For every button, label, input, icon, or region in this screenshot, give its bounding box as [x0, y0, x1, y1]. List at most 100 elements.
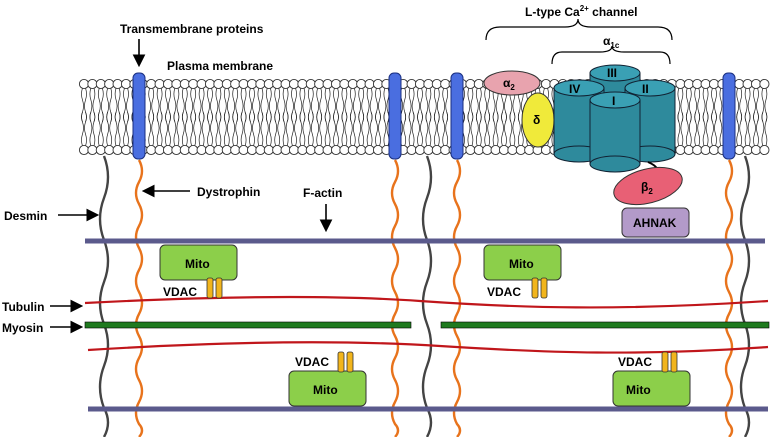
- lipid-head-top: [120, 78, 132, 90]
- alpha1c-subscript: 1c: [610, 41, 619, 50]
- lipid-head-top: [104, 78, 115, 90]
- lipid-tail-bottom: [114, 111, 121, 147]
- lipid-tail-bottom: [173, 111, 180, 147]
- lipid-head-top: [95, 78, 106, 90]
- lipid-tail-bottom: [375, 111, 381, 147]
- lipid-head-bottom: [238, 144, 249, 156]
- lipid-tail-bottom: [89, 111, 96, 147]
- myosin-bar-left: [84, 321, 412, 329]
- lipid-head-bottom: [288, 144, 300, 156]
- lipid-head-bottom: [179, 144, 190, 156]
- lipid-head-top: [314, 78, 325, 90]
- lipid-tail-top: [223, 87, 230, 123]
- lipid-tail-bottom: [232, 111, 239, 147]
- lipid-tail-top: [349, 87, 356, 123]
- lipid-tail-top: [736, 87, 743, 123]
- lipid-head-top: [196, 78, 207, 90]
- lipid-head-top: [742, 78, 753, 90]
- lipid-head-bottom: [364, 144, 375, 156]
- tubulin-label: Tubulin: [2, 300, 44, 314]
- lipid-head-top: [154, 78, 165, 90]
- lipid-head-bottom: [423, 144, 434, 156]
- dystrophin-filament: [724, 159, 734, 437]
- lipid-head-bottom: [120, 144, 132, 156]
- dystrophin-label: Dystrophin: [197, 185, 260, 199]
- lipid-tail-top: [114, 87, 121, 123]
- lipid-head-top: [87, 78, 98, 90]
- lipid-tail-bottom: [207, 111, 213, 147]
- lipid-head-top: [465, 78, 476, 90]
- lipid-tail-bottom: [467, 111, 474, 147]
- dystrophin-filament: [452, 159, 462, 437]
- lipid-tail-bottom: [349, 111, 356, 147]
- lipid-tail-bottom: [744, 111, 751, 147]
- lipid-tail-top: [282, 87, 289, 123]
- lipid-head-bottom: [750, 144, 762, 156]
- beta2-subunit: [613, 166, 683, 206]
- lipid-tail-top: [383, 87, 390, 123]
- lipid-head-top: [263, 78, 274, 90]
- lipid-head-bottom: [322, 144, 333, 156]
- mito-body: [159, 244, 238, 281]
- lipid-head-bottom: [330, 144, 342, 156]
- mito-group-3: [288, 351, 367, 407]
- mito-group-2: [483, 244, 562, 299]
- lipid-head-bottom: [87, 144, 98, 156]
- lipid-tail-bottom: [501, 111, 507, 147]
- lipid-tail-top: [341, 87, 348, 123]
- lipid-head-top: [162, 78, 174, 90]
- lipid-tail-top: [97, 87, 104, 123]
- lipid-tail-top: [408, 87, 415, 123]
- tubulin-line-bottom: [87, 341, 769, 354]
- subunit-IV-label: IV: [569, 82, 580, 96]
- lipid-head-bottom: [104, 144, 115, 156]
- lipid-tail-top: [299, 87, 306, 123]
- lipid-tail-top: [425, 87, 432, 123]
- lipid-head-top: [347, 78, 358, 90]
- vdac-channel: [346, 351, 354, 373]
- lipid-head-top: [423, 78, 434, 90]
- lipid-head-bottom: [171, 144, 182, 156]
- ahnak-label: AHNAK: [633, 216, 677, 230]
- lipid-head-bottom: [540, 144, 552, 156]
- transmembrane-protein-1: [132, 72, 146, 160]
- lipid-head-bottom: [490, 144, 501, 156]
- lipid-tail-bottom: [316, 111, 323, 147]
- lipid-head-bottom: [230, 144, 241, 156]
- lipid-head-top: [759, 78, 770, 90]
- lipid-head-bottom: [162, 144, 174, 156]
- mito-body: [483, 244, 562, 281]
- mito-label-4: Mito: [626, 383, 651, 397]
- lipid-tail-bottom: [442, 111, 449, 147]
- lipid-tail-bottom: [190, 111, 197, 147]
- lipid-head-top: [708, 78, 720, 90]
- mito-group-4: [612, 351, 691, 407]
- lipid-tail-top: [467, 87, 474, 123]
- transmembrane-protein-4: [722, 72, 736, 160]
- lipid-head-bottom: [465, 144, 476, 156]
- myosin-label: Myosin: [2, 321, 43, 335]
- lipid-tail-bottom: [694, 111, 701, 147]
- lipid-tail-bottom: [223, 111, 230, 147]
- vdac-channel: [540, 277, 548, 299]
- lipid-tail-top: [761, 87, 768, 123]
- lipid-head-top: [288, 78, 300, 90]
- lipid-tail-top: [106, 87, 113, 123]
- lipid-head-top: [339, 78, 350, 90]
- lipid-tail-bottom: [685, 111, 692, 147]
- mito-body: [288, 370, 367, 407]
- lipid-tail-bottom: [484, 111, 491, 147]
- lipid-head-top: [540, 78, 552, 90]
- lipid-tail-bottom: [366, 111, 373, 147]
- lipid-tail-bottom: [408, 111, 415, 147]
- lipid-head-top: [750, 78, 762, 90]
- lipid-tail-top: [165, 87, 171, 123]
- lipid-tail-bottom: [265, 111, 272, 147]
- lipid-tail-top: [484, 87, 491, 123]
- lipid-tail-bottom: [324, 111, 331, 147]
- lipid-tail-top: [190, 87, 197, 123]
- delta-label: δ: [533, 113, 540, 127]
- lipid-head-bottom: [204, 144, 216, 156]
- lipid-tail-bottom: [711, 111, 717, 147]
- lipid-tail-top: [265, 87, 272, 123]
